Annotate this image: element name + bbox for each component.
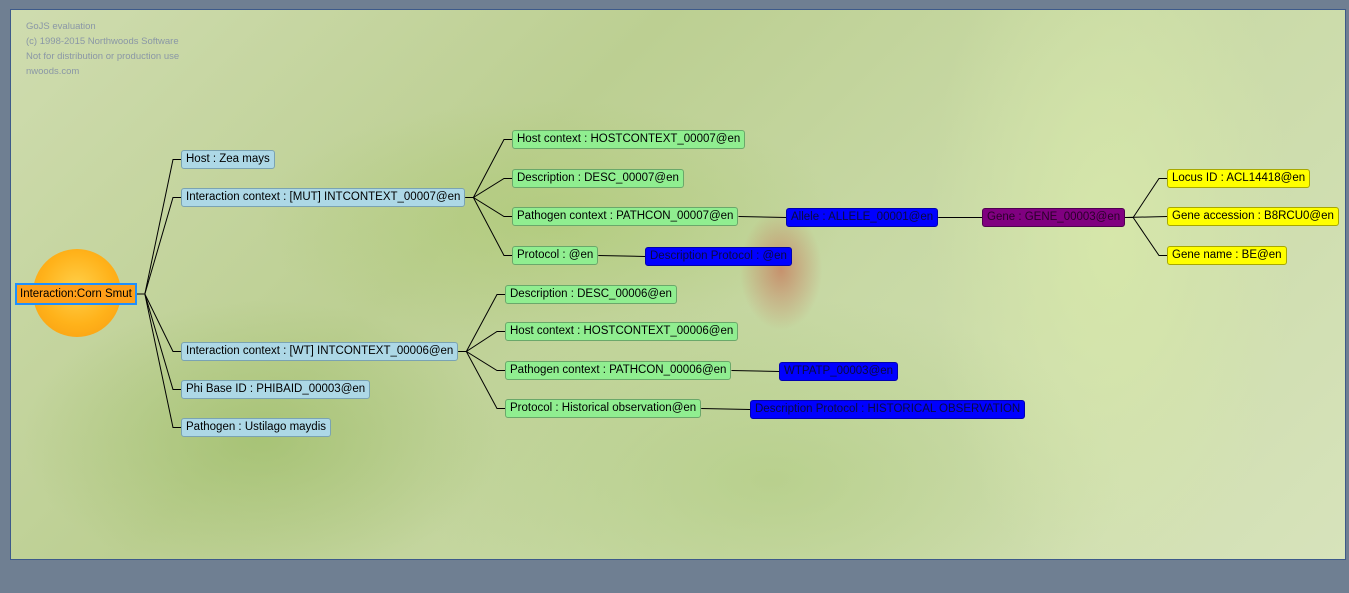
node-description-6[interactable]: Description : DESC_00006@en (505, 285, 677, 304)
node-description-protocol-7[interactable]: Description Protocol : @en (645, 247, 792, 266)
watermark-line: Not for distribution or production use (26, 51, 180, 62)
link-ic_wt-protocol_6 (458, 351, 505, 409)
evaluation-watermark: GoJS evaluation (c) 1998-2015 Northwoods… (26, 19, 179, 79)
link-gene-locus (1125, 178, 1167, 218)
root-node[interactable]: Interaction:Corn Smut (15, 283, 137, 305)
node-wt-pathogen[interactable]: WTPATP_00003@en (779, 362, 899, 381)
link-root-ic_mut (136, 197, 181, 295)
node-phi-base-id[interactable]: Phi Base ID : PHIBAID_00003@en (181, 380, 371, 399)
node-description-7[interactable]: Description : DESC_00007@en (512, 169, 684, 188)
node-pathogen-context-7[interactable]: Pathogen context : PATHCON_00007@en (512, 207, 739, 226)
link-ic_mut-protocol_7 (465, 197, 512, 256)
link-path_ctx_6-wtpath (731, 370, 780, 372)
node-gene-name[interactable]: Gene name : BE@en (1167, 246, 1287, 265)
node-gene[interactable]: Gene : GENE_00003@en (982, 208, 1126, 227)
link-gene-gene_name (1125, 217, 1167, 256)
node-gene-accession[interactable]: Gene accession : B8RCU0@en (1167, 207, 1339, 226)
watermark-line: (c) 1998-2015 Northwoods Software (26, 36, 179, 47)
link-layer (136, 139, 1168, 428)
diagram-canvas[interactable]: GoJS evaluation (c) 1998-2015 Northwoods… (10, 9, 1346, 560)
node-host-context-6[interactable]: Host context : HOSTCONTEXT_00006@en (505, 322, 739, 341)
link-ic_wt-path_ctx_6 (458, 351, 505, 371)
link-protocol_7-desc_protocol_7 (598, 255, 646, 257)
link-ic_wt-host_ctx_6 (458, 331, 505, 352)
node-description-protocol-6[interactable]: Description Protocol : HISTORICAL OBSERV… (750, 400, 1026, 419)
link-ic_mut-host_ctx_7 (465, 139, 512, 198)
node-interaction-context-mut[interactable]: Interaction context : [MUT] INTCONTEXT_0… (181, 188, 466, 207)
watermark-line: nwoods.com (26, 66, 80, 77)
link-root-phibase (136, 293, 181, 390)
node-interaction-context-wt[interactable]: Interaction context : [WT] INTCONTEXT_00… (181, 342, 459, 361)
node-allele[interactable]: Allele : ALLELE_00001@en (786, 208, 939, 227)
node-locus-id[interactable]: Locus ID : ACL14418@en (1167, 169, 1311, 188)
link-ic_wt-desc_6 (458, 294, 505, 352)
link-ic_mut-path_ctx_7 (465, 197, 512, 217)
watermark-line: GoJS evaluation (26, 21, 96, 32)
node-protocol-7[interactable]: Protocol : @en (512, 246, 599, 265)
node-host[interactable]: Host : Zea mays (181, 150, 275, 169)
node-pathogen-context-6[interactable]: Pathogen context : PATHCON_00006@en (505, 361, 732, 380)
node-protocol-6[interactable]: Protocol : Historical observation@en (505, 399, 702, 418)
link-ic_mut-desc_7 (465, 178, 512, 198)
node-pathogen[interactable]: Pathogen : Ustilago maydis (181, 418, 331, 437)
link-protocol_6-desc_protocol_6 (701, 408, 751, 410)
link-root-pathogen (136, 293, 181, 428)
node-host-context-7[interactable]: Host context : HOSTCONTEXT_00007@en (512, 130, 746, 149)
link-root-host (136, 159, 181, 295)
link-path_ctx_7-allele (738, 216, 787, 218)
